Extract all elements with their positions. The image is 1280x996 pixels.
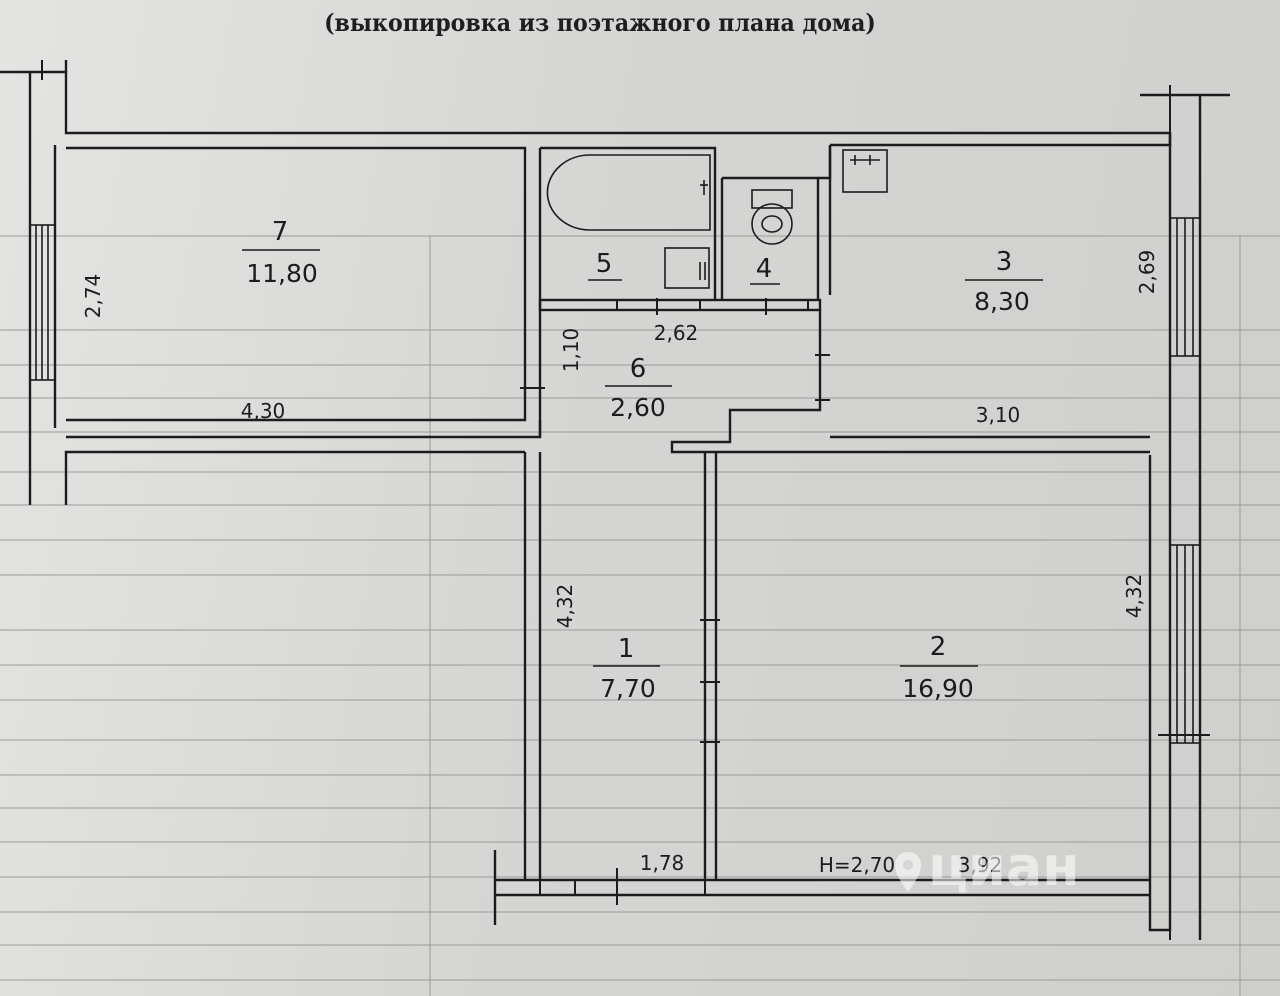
window-right-bottom — [1158, 544, 1210, 744]
stove-icon — [842, 149, 888, 193]
plan-caption: (выкопировка из поэтажного плана дома) — [324, 8, 876, 37]
toilet-icon — [751, 189, 793, 245]
dim-room3-height: 2,69 — [1135, 250, 1159, 295]
dim-hall-height: 1,10 — [559, 328, 583, 373]
walls — [0, 60, 1230, 940]
sink-icon — [664, 247, 710, 289]
room-number: 1 — [618, 634, 635, 664]
room-6-label: 6 2,60 — [605, 354, 672, 422]
room-2-label: 2 16,90 — [900, 632, 978, 703]
room-1-label: 1 7,70 — [593, 634, 660, 703]
room-4-label: 4 — [750, 254, 780, 285]
dim-corridor-width: 2,62 — [654, 321, 699, 345]
room-area: 7,70 — [600, 674, 656, 703]
room-7-label: 7 11,80 — [242, 217, 320, 288]
watermark: циан — [928, 835, 1080, 898]
room-area: 8,30 — [974, 287, 1030, 316]
dim-room1-height: 4,32 — [553, 584, 577, 629]
room-area: 2,60 — [610, 393, 666, 422]
dim-room2-width: 3,92 — [958, 853, 1003, 877]
room-5-walls — [540, 146, 717, 300]
partition-1-2 — [703, 452, 718, 880]
room-area: 16,90 — [902, 674, 974, 703]
room-number: 4 — [756, 254, 773, 284]
room-number: 2 — [930, 632, 947, 662]
dim-room7-width: 4,30 — [241, 399, 286, 423]
dim-room1-width: 1,78 — [640, 851, 685, 875]
room-number: 7 — [272, 217, 289, 247]
room-number: 3 — [996, 247, 1013, 277]
wall-right-outer — [1148, 133, 1172, 932]
corridor-top-wall — [538, 298, 822, 312]
room-3-label: 3 8,30 — [965, 247, 1043, 316]
room-3-walls — [670, 310, 1150, 454]
dim-room3-width: 3,10 — [976, 403, 1021, 427]
wall-top-left — [0, 70, 540, 135]
room-5-label: 5 — [588, 249, 622, 281]
window-right-top — [1169, 217, 1201, 357]
dim-room2-height: 4,32 — [1122, 574, 1146, 619]
room-7-walls — [66, 146, 527, 422]
ceiling-height: H=2,70 — [819, 853, 895, 877]
background-table-lines — [0, 235, 1280, 996]
wall-top-right — [540, 131, 1172, 147]
window-left — [29, 224, 56, 381]
room-number: 6 — [630, 354, 647, 384]
wall-bottom — [495, 878, 1150, 897]
room-area: 11,80 — [246, 259, 318, 288]
room-number: 5 — [596, 249, 613, 279]
map-pin-icon — [895, 852, 921, 892]
dim-room7-height: 2,74 — [81, 274, 105, 319]
bathtub-icon — [546, 154, 711, 231]
